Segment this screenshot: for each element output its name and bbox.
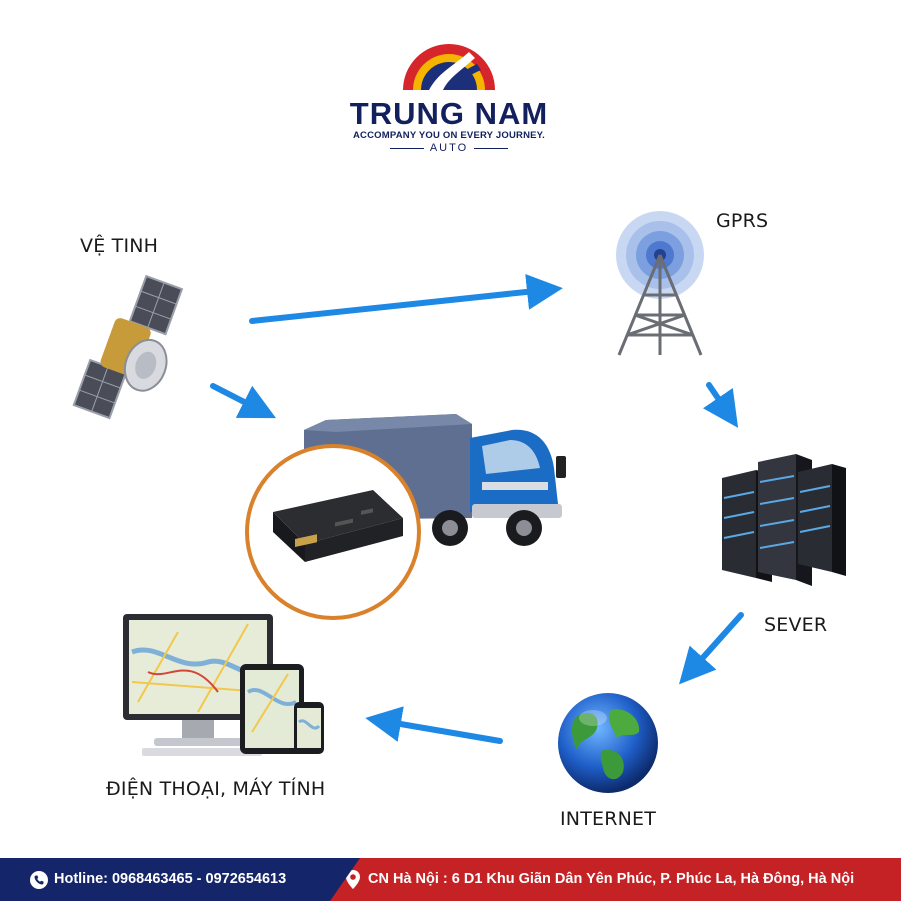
arrow-satellite-to-truck bbox=[210, 383, 277, 419]
location-pin-icon bbox=[346, 870, 360, 889]
internet-label: INTERNET bbox=[560, 808, 657, 830]
logo-road-emblem bbox=[403, 44, 495, 90]
arrow-server-to-internet bbox=[679, 612, 744, 685]
footer-hotline[interactable]: Hotline: 0968463465 - 0972654613 bbox=[54, 871, 287, 887]
footer-address-section: CN Hà Nội : 6 D1 Khu Giãn Dân Yên Phúc, … bbox=[330, 858, 901, 901]
globe-icon bbox=[558, 693, 658, 793]
radio-tower-icon bbox=[616, 211, 704, 356]
phone-icon bbox=[30, 871, 48, 889]
gprs-label: GPRS bbox=[716, 210, 769, 232]
satellite-icon bbox=[72, 275, 184, 420]
brand-sub: AUTO bbox=[344, 142, 554, 154]
server-rack-icon bbox=[722, 454, 846, 586]
footer-address: CN Hà Nội : 6 D1 Khu Giãn Dân Yên Phúc, … bbox=[368, 871, 855, 887]
arrow-internet-to-devices bbox=[365, 706, 503, 744]
arrow-gprs-to-server bbox=[702, 382, 739, 428]
arrow-satellite-to-gprs bbox=[249, 273, 563, 324]
footer-bar: Hotline: 0968463465 - 0972654613 CN Hà N… bbox=[0, 858, 901, 901]
footer-hotline-section: Hotline: 0968463465 - 0972654613 bbox=[0, 858, 360, 901]
brand-logo: TRUNG NAM ACCOMPANY YOU ON EVERY JOURNEY… bbox=[344, 14, 554, 174]
brand-sub-text: AUTO bbox=[429, 142, 469, 154]
brand-tagline: ACCOMPANY YOU ON EVERY JOURNEY. bbox=[352, 130, 546, 141]
server-label: SEVER bbox=[764, 614, 828, 636]
devices-map-icon bbox=[123, 614, 324, 756]
brand-name: TRUNG NAM bbox=[349, 96, 549, 131]
satellite-label: VỆ TINH bbox=[80, 235, 159, 257]
gps-tracker-icon bbox=[245, 444, 421, 620]
devices-label: ĐIỆN THOẠI, MÁY TÍNH bbox=[106, 778, 326, 800]
